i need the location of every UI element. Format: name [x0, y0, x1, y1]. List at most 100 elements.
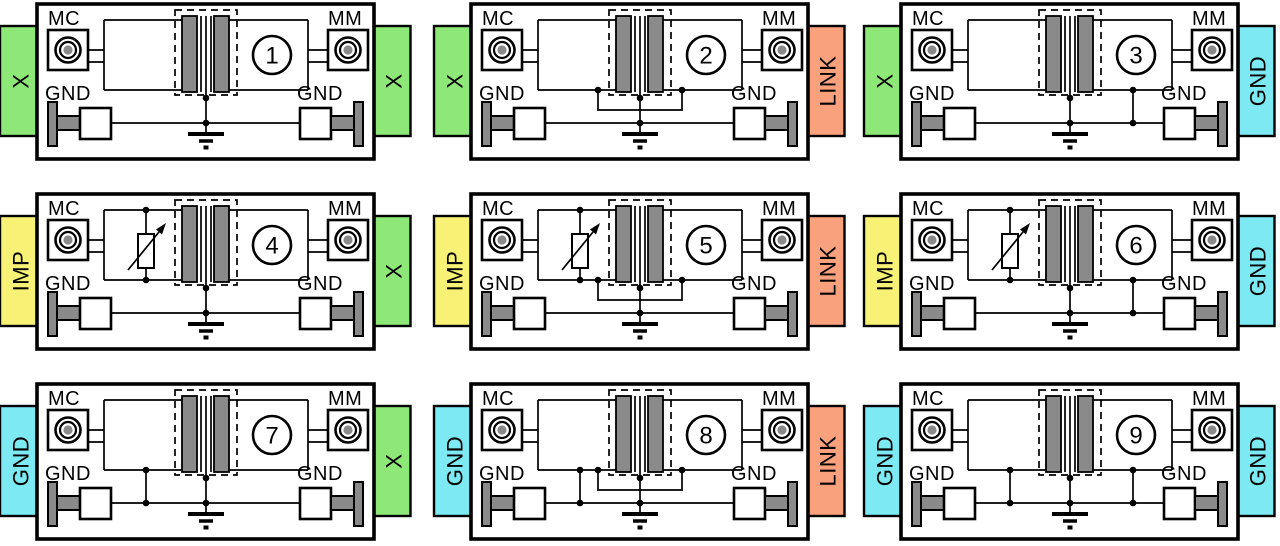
ground-symbol	[1052, 123, 1088, 150]
gnd-terminal-left	[911, 481, 977, 527]
variable-resistor	[127, 206, 166, 284]
transformer-shield-box	[1038, 199, 1102, 286]
cell-number: 7	[265, 423, 278, 450]
gnd-label-left: GND	[479, 83, 525, 105]
circuit-cell-3: X GND	[862, 2, 1276, 161]
mm-leads	[1172, 239, 1192, 253]
gnd-label-left: GND	[45, 273, 91, 295]
resistor-arrow-head	[1020, 223, 1030, 235]
mm-label: MM	[762, 198, 796, 220]
winding-ends-ground-link	[594, 466, 686, 491]
ground-symbol	[622, 313, 658, 340]
cell-number: 1	[265, 43, 278, 70]
junction-dot	[636, 474, 644, 482]
primary-loop	[537, 19, 624, 91]
mm-label: MM	[1192, 198, 1226, 220]
rca-connector-mc	[46, 218, 90, 262]
winding-ends-ground-link	[594, 276, 686, 301]
transformer-shield-box	[1038, 389, 1102, 476]
mm-label: MM	[328, 198, 362, 220]
left-tab: X	[432, 24, 473, 138]
mm-leads	[308, 239, 328, 253]
rca-connector-mm	[1190, 28, 1234, 72]
gnd-terminal-right	[732, 101, 798, 147]
primary-winding	[181, 15, 198, 93]
left-tab-label: IMP	[9, 251, 34, 292]
right-tab-label: GND	[1246, 56, 1271, 106]
left-tab-label: X	[9, 73, 34, 88]
transformer-shield-box	[1038, 9, 1102, 96]
mc-ground-link	[1006, 466, 1014, 507]
gnd-terminal-right	[1162, 291, 1228, 337]
junction-dot	[1066, 474, 1074, 482]
cell-number: 2	[699, 43, 712, 70]
left-tab: IMP	[432, 214, 473, 328]
left-tab-label: GND	[443, 436, 468, 486]
cell-inner: X LINK	[432, 2, 846, 161]
cell-inner: IMP GND	[862, 192, 1276, 351]
circuit-cell-8: GND LINK	[432, 382, 846, 541]
right-tab: GND	[1236, 214, 1276, 328]
wiring	[522, 399, 762, 504]
right-tab: X	[372, 214, 412, 328]
mc-label: MC	[48, 198, 80, 220]
right-tab: LINK	[806, 24, 846, 138]
cell-number-badge: 2	[685, 34, 727, 76]
secondary-winding	[213, 15, 230, 93]
left-tab-label: GND	[9, 436, 34, 486]
mc-ground-link	[576, 466, 584, 507]
transformer	[1038, 199, 1102, 286]
primary-winding	[1045, 395, 1062, 473]
secondary-winding	[647, 15, 664, 93]
ground-symbol	[188, 313, 224, 340]
mc-ground-link	[142, 466, 150, 507]
rca-connector-mc	[910, 408, 954, 452]
junction-dot	[1066, 284, 1074, 292]
gnd-label-right: GND	[297, 83, 343, 105]
ground-symbol	[622, 503, 658, 530]
gnd-terminal-right	[298, 291, 364, 337]
left-tab-label: X	[873, 73, 898, 88]
ground-symbol	[188, 123, 224, 150]
right-tab-label: LINK	[816, 436, 841, 487]
mm-ground-link	[1129, 276, 1137, 317]
transformer-shield-box	[608, 389, 672, 476]
circuit-cell-9: GND GND	[862, 382, 1276, 541]
primary-winding	[181, 205, 198, 283]
mc-label: MC	[482, 8, 514, 30]
rca-connector-mc	[480, 28, 524, 72]
gnd-terminal-left	[911, 291, 977, 337]
gnd-label-left: GND	[45, 83, 91, 105]
right-tab-label: GND	[1246, 436, 1271, 486]
right-tab-label: LINK	[816, 246, 841, 297]
mc-label: MC	[912, 198, 944, 220]
gnd-label-left: GND	[909, 83, 955, 105]
secondary-winding	[213, 205, 230, 283]
gnd-label-right: GND	[1161, 273, 1207, 295]
resistor-arrow-head	[156, 223, 166, 235]
secondary-winding	[647, 205, 664, 283]
right-tab-label: X	[382, 73, 407, 88]
mm-leads	[742, 49, 762, 63]
rca-connector-mm	[1190, 218, 1234, 262]
mm-leads	[308, 49, 328, 63]
junction-dot	[202, 94, 210, 102]
mm-leads	[308, 429, 328, 443]
mc-leads	[952, 49, 968, 63]
gnd-terminal-left	[47, 101, 113, 147]
primary-loop	[967, 19, 1054, 91]
right-tab-label: LINK	[816, 56, 841, 107]
gnd-terminal-left	[47, 291, 113, 337]
rca-connector-mc	[910, 28, 954, 72]
right-tab-label: X	[382, 263, 407, 278]
rca-connector-mm	[326, 218, 370, 262]
primary-winding	[181, 395, 198, 473]
transformer	[1038, 9, 1102, 96]
left-tab: IMP	[0, 214, 39, 328]
secondary-winding	[1077, 15, 1094, 93]
primary-winding	[615, 15, 632, 93]
mc-label: MC	[48, 8, 80, 30]
rca-connector-mc	[46, 408, 90, 452]
junction-dot	[1066, 94, 1074, 102]
ground-symbol	[188, 503, 224, 530]
